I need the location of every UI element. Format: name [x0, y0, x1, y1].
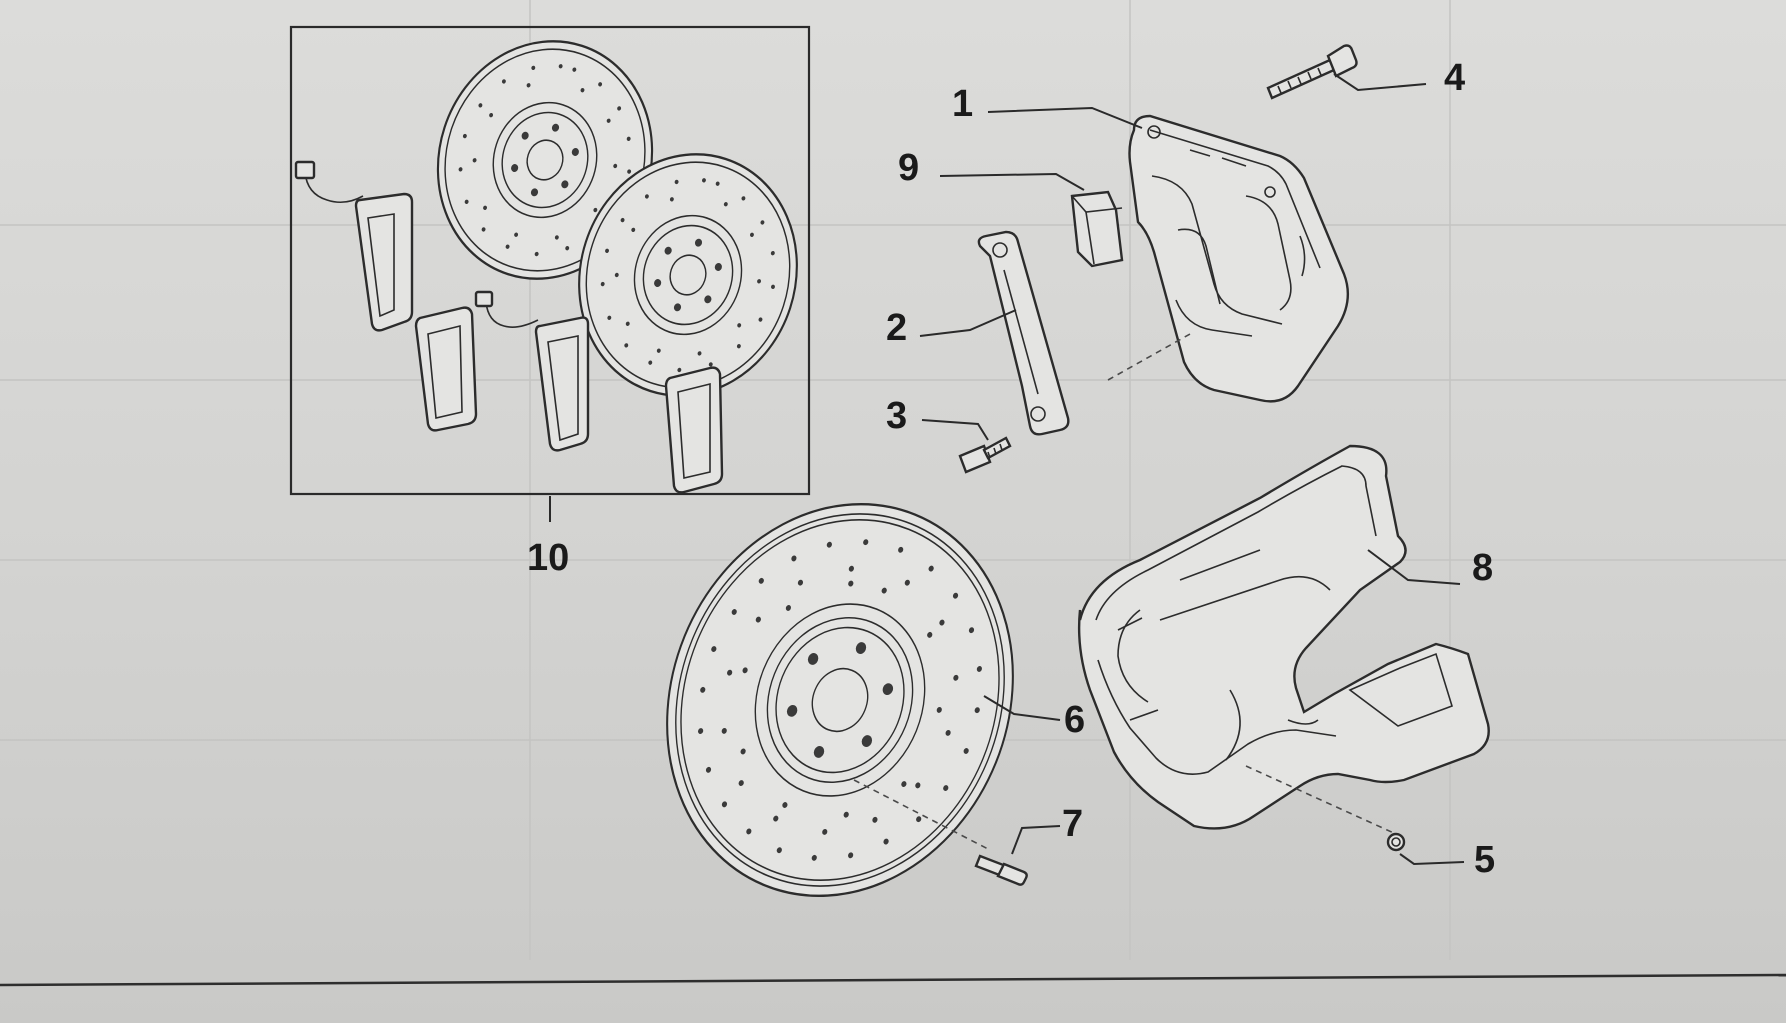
- leader-9: [939, 172, 1085, 191]
- leader-7: [1011, 825, 1061, 855]
- leader-5: [1399, 853, 1465, 866]
- callout-8: 8: [1472, 547, 1493, 589]
- callout-labels: 1 2 3 4 5 6 7 8 9 10: [527, 57, 1495, 881]
- callout-5: 5: [1474, 839, 1495, 881]
- caliper-bolt-part: [1266, 44, 1358, 100]
- leader-8: [1367, 549, 1461, 585]
- splash-shield-part: [1077, 444, 1490, 830]
- kit-disc-2: [578, 153, 798, 397]
- mounting-bracket-part: [977, 230, 1070, 436]
- callout-3: 3: [886, 395, 907, 437]
- kit-box-frame: [289, 25, 811, 496]
- leader-3: [921, 419, 989, 441]
- leader-1: [987, 106, 1143, 129]
- disc-pin-axis: [853, 779, 991, 851]
- caliper-part: [1128, 114, 1350, 403]
- page-bottom-rule: [0, 973, 1786, 987]
- leader-lines: [549, 73, 1465, 866]
- callout-4: 4: [1444, 57, 1465, 99]
- leader-6: [983, 695, 1061, 721]
- shield-screw-axis: [1245, 765, 1397, 835]
- callout-10: 10: [527, 537, 569, 579]
- caliper-mount-axis: [1107, 333, 1191, 381]
- brake-disc-part: [666, 502, 1014, 898]
- shield-screw-part: [1386, 832, 1406, 852]
- locating-pin-part: [974, 854, 1028, 886]
- leader-2: [919, 309, 1017, 337]
- kit-pad-4: [664, 366, 724, 494]
- callout-1: 1: [952, 83, 973, 125]
- kit-pad-2: [414, 306, 478, 432]
- callout-7: 7: [1062, 803, 1083, 845]
- kit-pad-with-sensor-1: [294, 160, 414, 332]
- spacer-block-part: [1070, 190, 1124, 268]
- bracket-bolt-part: [958, 436, 1012, 474]
- leader-4: [1333, 73, 1427, 92]
- callout-2: 2: [886, 307, 907, 349]
- callout-6: 6: [1064, 699, 1085, 741]
- kit-pad-with-sensor-3: [474, 290, 590, 452]
- callout-9: 9: [898, 147, 919, 189]
